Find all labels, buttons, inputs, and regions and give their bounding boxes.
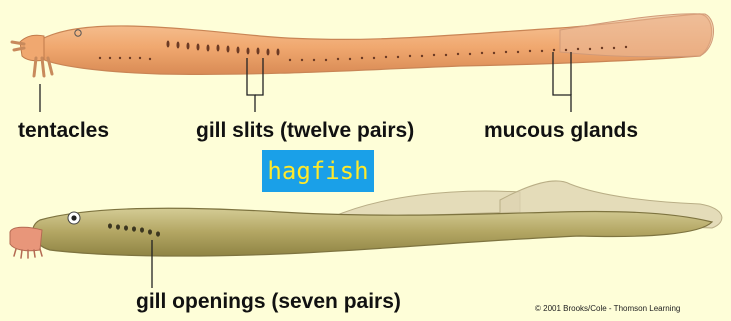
lamprey-oral-disk (10, 227, 42, 251)
copyright-credit: © 2001 Brooks/Cole - Thomson Learning (535, 304, 680, 313)
title-hagfish: hagfish (262, 150, 374, 192)
lamprey-body (33, 208, 712, 256)
hagfish-tail-fin (560, 14, 714, 57)
label-tentacles: tentacles (18, 120, 109, 141)
lamprey-illustration (10, 181, 722, 288)
lamprey-pupil (71, 215, 76, 220)
label-mucous-glands: mucous glands (484, 120, 638, 141)
hagfish-illustration (12, 14, 714, 112)
label-gill-slits: gill slits (twelve pairs) (196, 120, 414, 141)
label-gill-openings: gill openings (seven pairs) (136, 291, 401, 312)
